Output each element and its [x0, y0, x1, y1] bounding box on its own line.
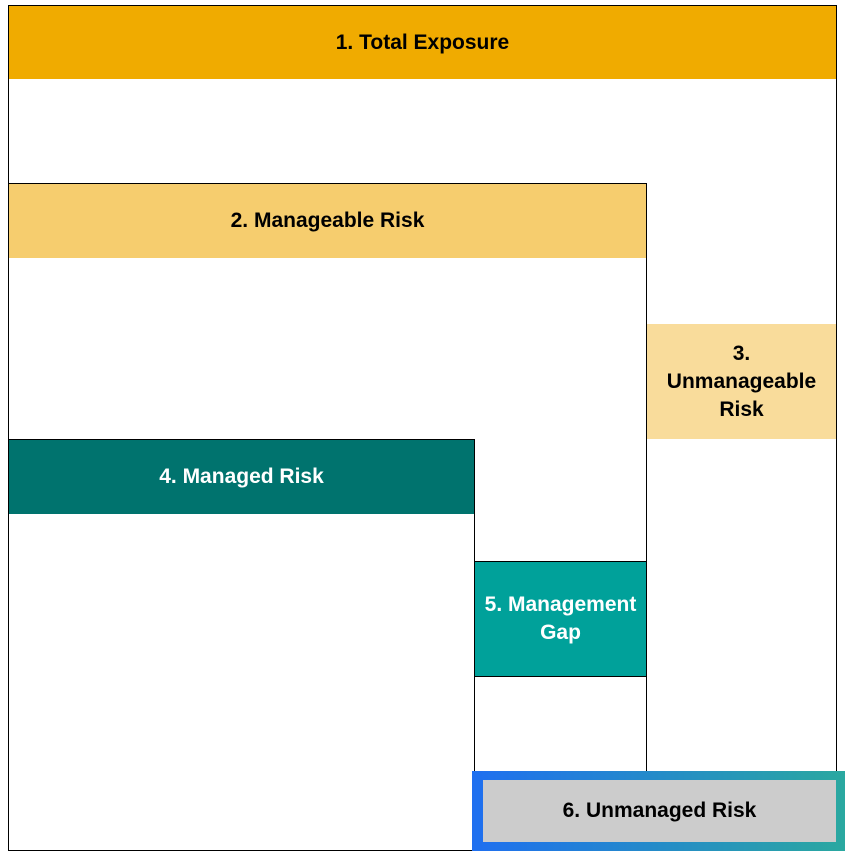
- managed-risk-header: 4. Managed Risk: [9, 440, 474, 514]
- unmanaged-risk-frame: 6. Unmanaged Risk: [472, 771, 845, 851]
- total-exposure-header: 1. Total Exposure: [9, 6, 836, 79]
- management-gap-block: 5. Management Gap: [475, 562, 646, 676]
- unmanageable-risk-label: 3. Unmanageable Risk: [666, 341, 817, 421]
- unmanageable-risk-block: 3. Unmanageable Risk: [647, 324, 836, 439]
- manageable-risk-header: 2. Manageable Risk: [9, 184, 646, 258]
- management-gap-outline: [474, 561, 647, 677]
- total-exposure-label: 1. Total Exposure: [335, 30, 510, 54]
- management-gap-label: 5. Management Gap: [484, 593, 637, 644]
- managed-risk-label: 4. Managed Risk: [159, 465, 324, 488]
- unmanaged-risk-block: 6. Unmanaged Risk: [483, 780, 836, 842]
- manageable-risk-label: 2. Manageable Risk: [230, 209, 425, 232]
- unmanaged-risk-label: 6. Unmanaged Risk: [562, 799, 757, 822]
